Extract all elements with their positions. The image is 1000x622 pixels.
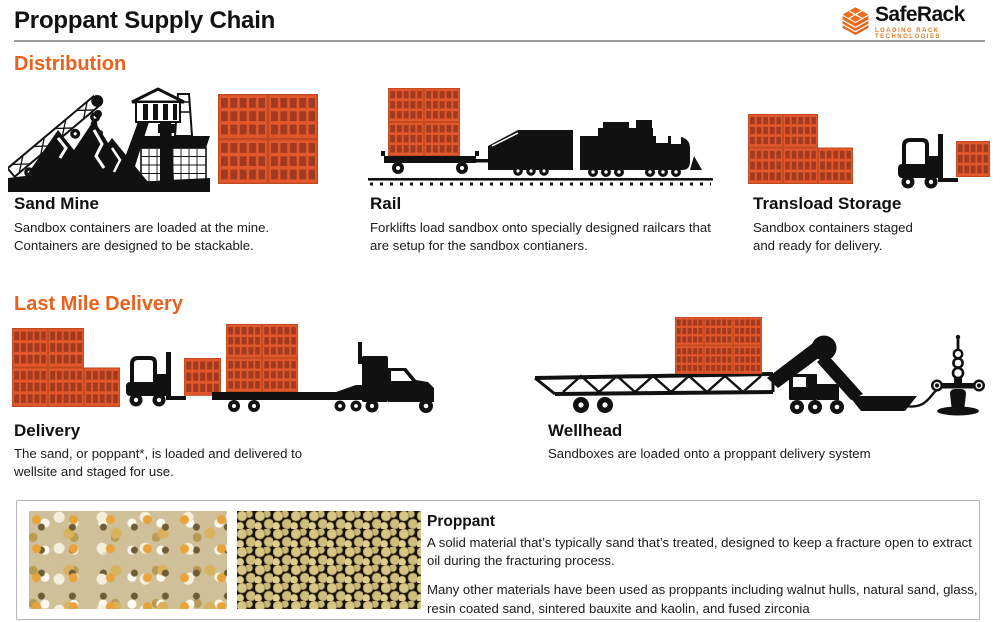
- item-desc-transload-storage: Sandbox containers staged and ready for …: [753, 220, 913, 253]
- proppant-beads-photo: [237, 511, 421, 609]
- item-desc-wellhead: Sandboxes are loaded onto a proppant del…: [548, 446, 871, 461]
- saferack-cube-icon: [842, 7, 869, 36]
- transload-containers-illustration: [748, 114, 854, 184]
- header-divider: [14, 40, 985, 42]
- item-title-transload-storage: Transload Storage: [753, 194, 902, 213]
- item-title-sand-mine: Sand Mine: [14, 194, 100, 213]
- item-title-rail: Rail: [370, 194, 402, 213]
- page-title: Proppant Supply Chain: [14, 7, 276, 34]
- sand-grains-photo: [29, 511, 227, 609]
- rail-train-illustration: [368, 87, 713, 186]
- section-heading-distribution: Distribution: [14, 53, 127, 75]
- item-desc-sand-mine: Sandbox containers are loaded at the min…: [14, 220, 270, 253]
- proppant-paragraph-1: A solid material that’s typically sand t…: [427, 535, 972, 569]
- delivery-containers-illustration: [12, 328, 121, 408]
- logo-name: SafeRack: [874, 3, 965, 26]
- item-desc-rail: Forklifts load sandbox onto specially de…: [370, 220, 711, 253]
- proppant-title: Proppant: [427, 513, 496, 530]
- delivery-truck-illustration: [212, 324, 434, 413]
- item-title-delivery: Delivery: [14, 421, 81, 440]
- proppant-info-box: Proppant A solid material that’s typical…: [16, 500, 980, 620]
- wellhead-delivery-illustration: [534, 316, 985, 416]
- section-heading-last-mile-delivery: Last Mile Delivery: [14, 293, 183, 315]
- item-title-wellhead: Wellhead: [548, 421, 623, 440]
- item-desc-delivery: The sand, or poppant*, is loaded and del…: [14, 446, 303, 479]
- transload-forklift-illustration: [896, 132, 991, 190]
- proppant-paragraph-2: Many other materials have been used as p…: [427, 582, 978, 616]
- logo-tagline: LOADING RACK TECHNOLOGIES: [874, 28, 941, 41]
- stacked-containers-illustration: [218, 94, 318, 184]
- saferack-logo: SafeRack LOADING RACK TECHNOLOGIES: [840, 3, 990, 41]
- proppant-text-block: Proppant A solid material that’s typical…: [427, 509, 979, 618]
- sand-mine-illustration: [8, 87, 210, 192]
